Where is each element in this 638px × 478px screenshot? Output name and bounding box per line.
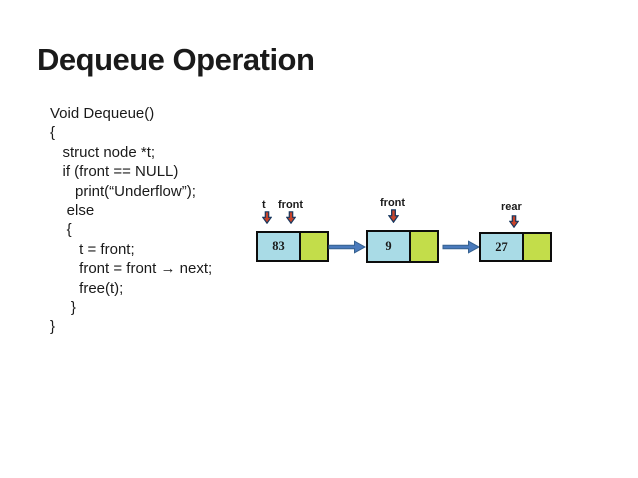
node-2-next-cell [410, 230, 439, 263]
down-arrow-icon-front-new [388, 209, 399, 223]
link-arrow-icon-1 [328, 240, 366, 254]
node-1-data-cell: 83 [256, 231, 300, 262]
queue-node-3: 27 [479, 232, 552, 262]
queue-node-2: 9 [366, 230, 439, 263]
pointer-label-t: t [262, 199, 266, 211]
slide-title: Dequeue Operation [37, 42, 315, 77]
node-3-data-cell: 27 [479, 232, 523, 262]
pointer-label-rear: rear [501, 201, 522, 213]
down-arrow-icon-rear [509, 215, 519, 228]
link-arrow-icon-2 [442, 240, 480, 254]
queue-node-1: 83 [256, 231, 329, 262]
node-2-data-cell: 9 [366, 230, 410, 263]
down-arrow-icon-front-old [286, 211, 296, 224]
down-arrow-icon-t [262, 211, 272, 224]
dequeue-code-block: Void Dequeue() { struct node *t; if (fro… [50, 105, 213, 336]
node-3-next-cell [523, 232, 552, 262]
node-1-next-cell [300, 231, 329, 262]
pointer-label-front-new: front [380, 197, 406, 209]
pointer-label-front-old: front [278, 199, 304, 211]
